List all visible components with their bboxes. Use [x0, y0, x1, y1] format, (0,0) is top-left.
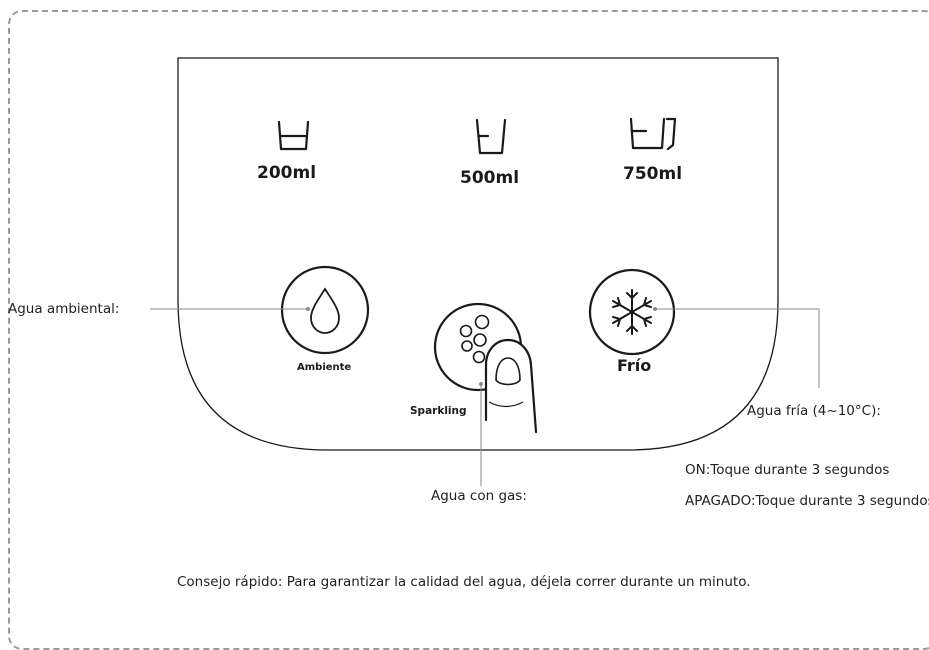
ambient-callout: Agua ambiental:: [8, 301, 119, 317]
cup-large-label: 750ml: [623, 164, 682, 184]
ambient-button-label: Ambiente: [297, 362, 351, 373]
ambient-button[interactable]: [282, 267, 368, 353]
sparkling-button[interactable]: [435, 304, 521, 390]
cup-small-label: 200ml: [257, 163, 316, 183]
cold-on-instruction: ON:Toque durante 3 segundos: [685, 462, 889, 478]
cup-small-icon: [279, 122, 308, 149]
sparkling-button-label: Sparkling: [410, 405, 467, 417]
cup-medium-label: 500ml: [460, 168, 519, 188]
quick-tip: Consejo rápido: Para garantizar la calid…: [177, 574, 751, 590]
cup-medium-icon: [477, 120, 505, 153]
cup-large-icon: [631, 119, 675, 149]
cold-button-label: Frío: [617, 356, 651, 375]
cold-off-instruction: APAGADO:Toque durante 3 segundos: [685, 493, 929, 509]
cold-callout: Agua fría (4~10°C):: [747, 403, 881, 419]
control-panel-outline: [178, 58, 778, 450]
cold-button[interactable]: [590, 270, 674, 354]
sparkling-callout: Agua con gas:: [431, 488, 527, 504]
